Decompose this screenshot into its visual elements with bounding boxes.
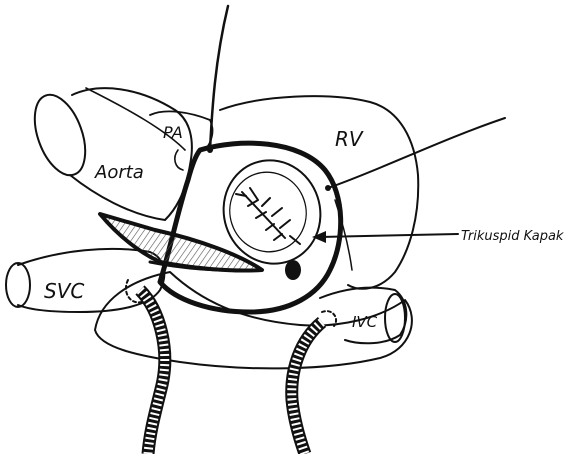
right-ventricle-inner-edge [335,200,352,270]
label-aorta: Aorta [94,162,144,183]
aorta-vessel [70,88,192,220]
right-ventricle-outline [220,96,418,289]
pa-clamp-curl [175,150,183,170]
suture-knot-top [207,147,213,153]
ivc-end [385,294,405,342]
label-svc: SVC [44,279,84,303]
label-rv: RV [335,127,364,151]
coronary-sinus-spot [285,260,301,280]
label-pa: PA [163,123,183,142]
atrial-flap [100,214,262,271]
label-tricuspid: Trikuspid Kapak [461,229,564,244]
label-ivc: IVC [352,313,378,331]
svc-end [6,263,30,307]
tricuspid-leaflets [236,188,300,244]
aorta-end [25,88,95,182]
suture-knot-right [325,185,331,191]
